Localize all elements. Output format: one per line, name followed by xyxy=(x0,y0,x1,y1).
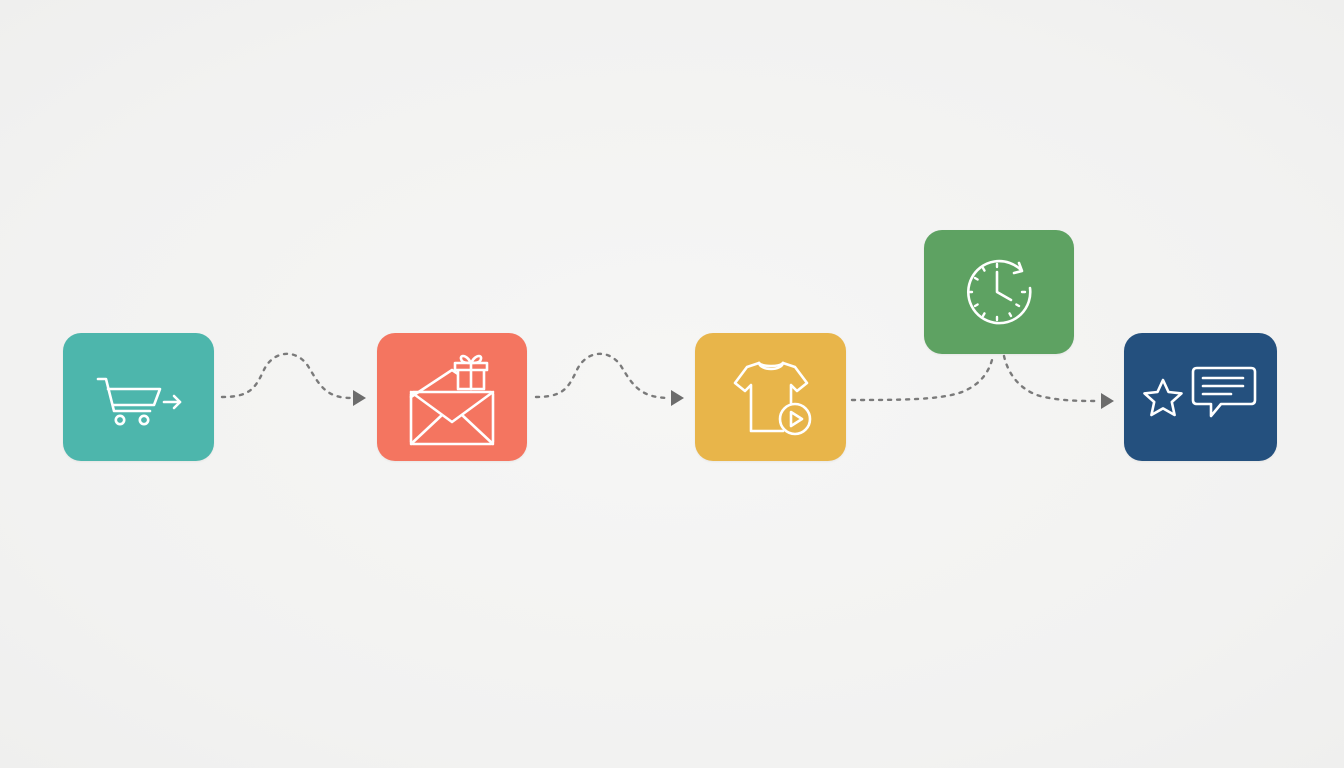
step-wait-node[interactable] xyxy=(924,230,1074,354)
clock-refresh-icon xyxy=(966,259,1032,325)
step-review-node[interactable] xyxy=(1124,333,1277,461)
star-icon xyxy=(1142,378,1183,417)
connector-cart-to-email xyxy=(220,352,354,400)
envelope-gift-icon xyxy=(409,354,495,446)
connector-shirt-to-clock xyxy=(850,354,995,402)
connector-clock-to-review xyxy=(1002,354,1102,403)
step-email-node[interactable] xyxy=(377,333,527,461)
arrowhead-review xyxy=(1101,393,1114,409)
step-product-node[interactable] xyxy=(695,333,846,461)
tshirt-play-icon xyxy=(733,361,811,436)
arrowhead-email xyxy=(353,390,366,406)
chat-bubble-icon xyxy=(1191,366,1256,418)
connector-email-to-shirt xyxy=(534,352,672,400)
shopping-cart-arrow-icon xyxy=(96,377,181,426)
step-cart-node[interactable] xyxy=(63,333,214,461)
arrowhead-shirt xyxy=(671,390,684,406)
star-chat-icon xyxy=(1142,366,1256,418)
